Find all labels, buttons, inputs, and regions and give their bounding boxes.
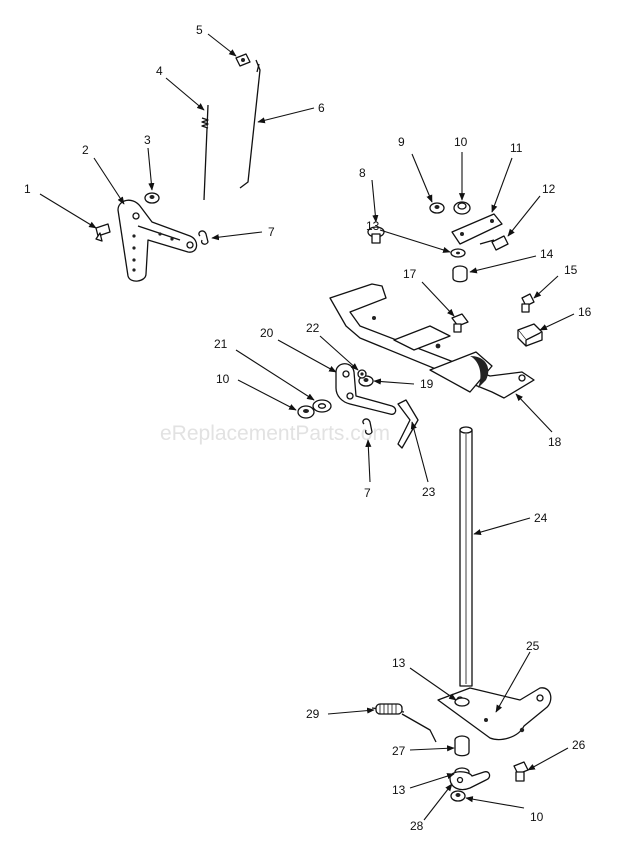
callout-13b: 13: [392, 656, 406, 670]
callout-15: 15: [564, 263, 578, 277]
part-bushing-27: [454, 735, 470, 757]
callout-14: 14: [540, 247, 554, 261]
callout-3: 3: [144, 133, 151, 147]
callout-26: 26: [572, 738, 586, 752]
part-washer-13b: [454, 697, 470, 707]
part-nut-22: [357, 369, 367, 379]
callout-16: 16: [578, 305, 592, 319]
leader-lines: [39, 33, 575, 821]
part-nut-10c: [450, 790, 466, 802]
callout-5: 5: [196, 23, 203, 37]
callout-10c: 10: [530, 810, 544, 824]
callout-22: 22: [306, 321, 320, 335]
part-bolt-17: [451, 313, 469, 333]
part-screw-12: [479, 235, 509, 251]
callout-19: 19: [420, 377, 434, 391]
callout-9: 9: [398, 135, 405, 149]
part-nut-9: [429, 202, 445, 214]
callout-25: 25: [526, 639, 540, 653]
part-screw-26: [513, 761, 529, 782]
callout-18: 18: [548, 435, 562, 449]
callout-8: 8: [359, 166, 366, 180]
callout-27: 27: [392, 744, 406, 758]
part-spacer-14: [452, 265, 468, 283]
part-tab-28: [449, 771, 491, 791]
part-link-23: [397, 399, 419, 449]
callout-13c: 13: [392, 783, 406, 797]
part-washer-21: [312, 399, 332, 413]
part-washer-13a: [450, 248, 466, 258]
callout-12: 12: [542, 182, 556, 196]
callout-10b: 10: [216, 372, 230, 386]
part-screw-15: [521, 293, 535, 313]
callout-7b: 7: [364, 486, 371, 500]
part-clip-7a: [198, 230, 209, 245]
callout-labels: 1 2 3 4 5 6 7 8 9 10 11 12 13 14 15 16 1…: [24, 23, 592, 833]
callout-11: 11: [510, 141, 523, 155]
part-bolt-8: [367, 226, 385, 244]
part-lever-plate-20: [335, 363, 397, 415]
callout-24: 24: [534, 511, 548, 525]
part-nut-5: [235, 53, 251, 67]
part-rod-4: [201, 104, 209, 201]
callout-1: 1: [24, 182, 31, 196]
callout-28: 28: [410, 819, 424, 833]
part-base-plate-25: [437, 687, 552, 741]
callout-17: 17: [403, 267, 417, 281]
callout-2: 2: [82, 143, 89, 157]
callout-7a: 7: [268, 225, 275, 239]
callout-20: 20: [260, 326, 274, 340]
part-shaft-24: [459, 426, 473, 687]
callout-10a: 10: [454, 135, 468, 149]
part-rod-6: [239, 59, 261, 189]
watermark: eReplacementParts.com: [160, 422, 390, 445]
part-spring-29: [371, 703, 437, 743]
callout-6: 6: [318, 101, 325, 115]
part-nut-10a: [453, 201, 471, 215]
callout-13a: 13: [366, 219, 380, 233]
callout-29: 29: [306, 707, 320, 721]
part-clip-7b: [362, 418, 373, 435]
part-block-16: [517, 323, 543, 347]
callout-4: 4: [156, 64, 163, 78]
part-nut-3: [144, 192, 160, 204]
callout-21: 21: [214, 337, 228, 351]
part-plate-11: [451, 213, 503, 245]
part-lever-bracket-2: [117, 199, 198, 282]
part-nut-10b: [297, 405, 315, 419]
callout-23: 23: [422, 485, 436, 499]
part-main-bracket-18: [329, 283, 535, 399]
part-screw-1: [95, 223, 111, 242]
